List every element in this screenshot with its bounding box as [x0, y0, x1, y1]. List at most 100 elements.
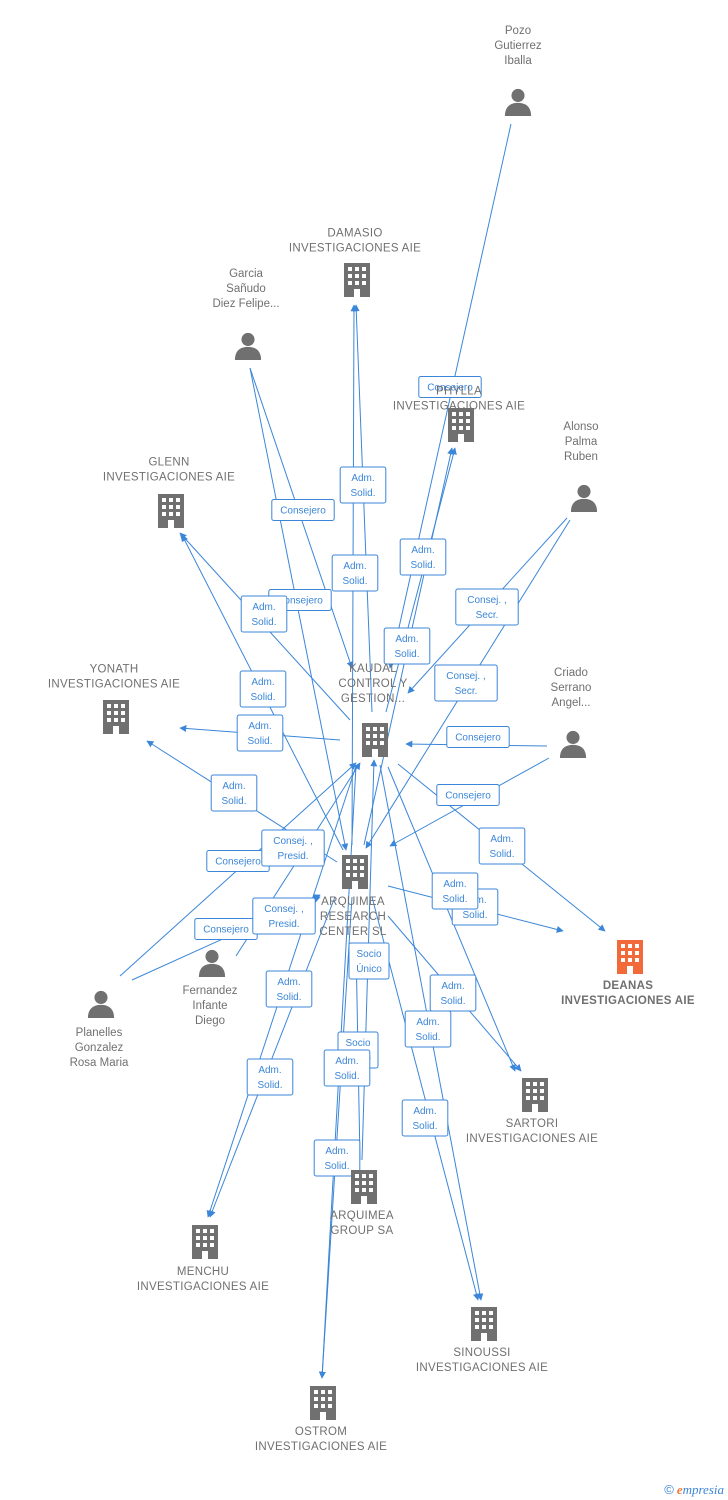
person-icon [87, 990, 115, 1018]
edge-label-box [401, 1099, 449, 1137]
node-label: Rosa Maria [70, 1057, 129, 1069]
edge-label-text: Solid. [350, 488, 375, 499]
edge-label-text: Adm. [335, 1056, 358, 1067]
node-label: OSTROM [295, 1426, 347, 1438]
empresia-logo[interactable]: ©empresia [664, 1482, 724, 1498]
edge-label-kaudal-yonath[interactable]: Adm. Solid. [236, 714, 284, 752]
edge-label-text: Consej. , [273, 836, 312, 847]
node-label: SARTORI [506, 1118, 559, 1130]
node-label: Gutierrez [494, 40, 542, 52]
edge-label-fernandez-kaudal[interactable]: Consej. , Presid. [261, 829, 325, 867]
edge-label-kaudal-menchu[interactable]: Adm.Solid. [265, 970, 313, 1008]
brand-name: mpresia [682, 1482, 724, 1497]
edge-label-planelles-arc[interactable]: Consejero [194, 918, 258, 940]
edge-label-kaudal-sartori[interactable]: Adm.Solid. [429, 974, 477, 1012]
edge-label-arc-sartori[interactable]: Adm.Solid. [431, 872, 479, 910]
person-icon [559, 730, 587, 758]
node-label: INVESTIGACIONES AIE [48, 679, 180, 691]
edge-label-text: Adm. [251, 677, 274, 688]
node-label: KAUDAL [349, 663, 397, 675]
edge-label-arc-ostrom[interactable]: Adm.Solid. [313, 1139, 361, 1177]
node-label: INVESTIGACIONES AIE [393, 401, 525, 413]
node-label: SINOUSSI [453, 1347, 510, 1359]
node-label: Criado [554, 667, 588, 679]
edge-label-kaudal-phylla[interactable]: Adm. Solid. [399, 538, 447, 576]
node-label: ARQUIMEA [321, 896, 385, 908]
edge-label-text: Solid. [442, 894, 467, 905]
edge-label-text: Adm. [248, 721, 271, 732]
building-icon [103, 700, 129, 734]
edge-label-text: Solid. [334, 1071, 359, 1082]
edge-label-text: Adm. [490, 834, 513, 845]
edge-label-box [434, 664, 498, 702]
edge-label-kaudal-sinoussi[interactable]: Adm.Solid. [404, 1010, 452, 1048]
edge-label-box [478, 827, 526, 865]
node-label: Garcia [229, 268, 263, 280]
edge-label-text: Solid. [410, 560, 435, 571]
person-icon [234, 332, 262, 360]
edge-label-criado-arc[interactable]: Consejero [436, 784, 500, 806]
edge-label-arc-yonath[interactable]: Adm.Solid. [210, 774, 258, 812]
edge-label-planelles-kaudal[interactable]: Consejero [206, 850, 270, 872]
edge-label-criado-kaudal[interactable]: Consejero [446, 726, 510, 748]
edge-label-text: Solid. [394, 649, 419, 660]
edge-label-text: Solid. [489, 849, 514, 860]
edge-label-text: Adm. [343, 561, 366, 572]
edge-label-alonso-arc[interactable]: Consej. ,Secr. [434, 664, 498, 702]
edge-label-arc-phylla[interactable]: Adm.Solid. [383, 627, 431, 665]
building-icon [192, 1225, 218, 1259]
node-label: Pozo [505, 25, 531, 37]
edge-label-box [323, 1049, 371, 1087]
building-icon [471, 1307, 497, 1341]
nodes-layer: PozoGutierrezIballaDAMASIOINVESTIGACIONE… [48, 25, 695, 1453]
edge-label-text: Solid. [276, 992, 301, 1003]
edge-label-arc-damasio[interactable]: Adm.Solid. [331, 554, 379, 592]
node-label: Gonzalez [75, 1042, 124, 1054]
node-label: Alonso [563, 421, 598, 433]
edge-label-kaudal-glenn[interactable]: Adm.Solid. [240, 595, 288, 633]
edge-label-pozo-kaudal[interactable]: Consejero [418, 376, 482, 398]
edge-label-kaudal-deanas[interactable]: Adm. Solid. [478, 827, 526, 865]
edge-label-text: Adm. [411, 545, 434, 556]
copyright-symbol: © [664, 1482, 674, 1497]
node-label: Infante [192, 1000, 227, 1012]
person-icon [570, 484, 598, 512]
edge-label-text: Secr. [476, 610, 499, 621]
edge-label-kaudal-damasio[interactable]: Adm.Solid. [339, 466, 387, 504]
edge-label-arc-glenn[interactable]: Adm.Solid. [239, 670, 287, 708]
node-label: Sañudo [226, 283, 266, 295]
edge-label-text: Adm. [441, 981, 464, 992]
edge-label-arc-sinoussi[interactable]: Adm.Solid. [401, 1099, 449, 1137]
edge-label-garcia-kaudal[interactable]: Consejero [271, 499, 335, 521]
edge-label-alonso-kaudal[interactable]: Consej. ,Secr. [455, 588, 519, 626]
edge-label-arc-menchu[interactable]: Adm.Solid. [246, 1058, 294, 1096]
edge-label-text: Presid. [277, 851, 308, 862]
edge-label-text: Consej. , [446, 671, 485, 682]
node-criado[interactable]: CriadoSerranoAngel... [551, 667, 592, 758]
edge-label-fernandez-arc[interactable]: Consej. ,Presid. [252, 897, 316, 935]
edge-label-text: Solid. [462, 910, 487, 921]
edge-label-text: Solid. [247, 736, 272, 747]
edge-label-kaudal-ostrom[interactable]: Adm. Solid. [323, 1049, 371, 1087]
node-label: INVESTIGACIONES AIE [137, 1281, 269, 1293]
edge-label-box [313, 1139, 361, 1177]
edge-label-text: Adm. [222, 781, 245, 792]
